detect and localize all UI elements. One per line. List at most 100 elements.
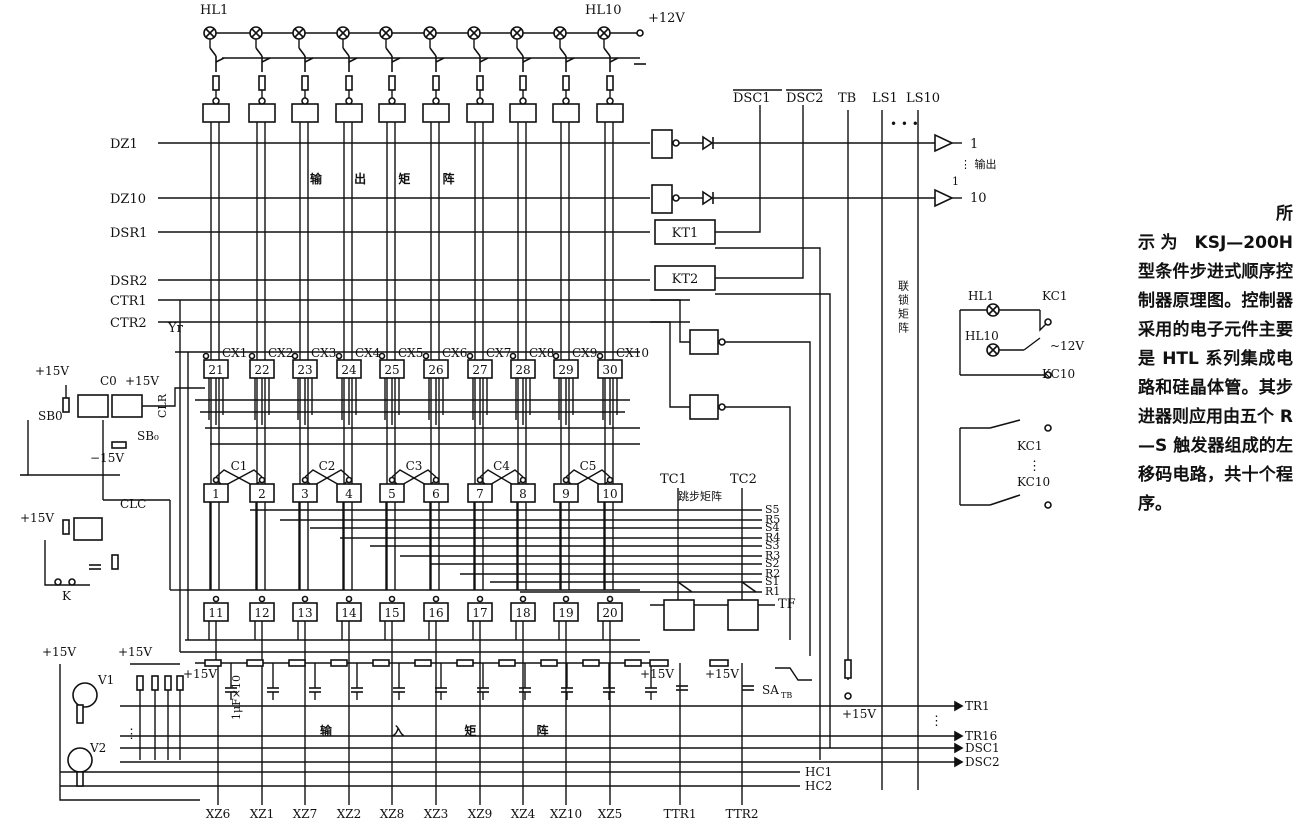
tc2-label: TC2 (730, 472, 757, 487)
input-resistor (330, 659, 348, 667)
lower-gate-bubble (432, 595, 440, 603)
lamp-10-x (599, 28, 609, 38)
upper-gate-bubble (291, 352, 299, 360)
input-resistor (624, 659, 642, 667)
kt1-feed (715, 247, 821, 760)
lower-gate-num-16: 16 (428, 606, 443, 620)
output-gate-1 (651, 129, 673, 159)
gate-output-bubble (258, 97, 266, 105)
relay2-terminal-2 (1044, 501, 1052, 509)
tc1-gate (663, 599, 695, 631)
middle-gate-bubble (388, 476, 396, 484)
c0-label: C0 (100, 374, 117, 388)
upper-gate-bubble (248, 352, 256, 360)
relay-lamp-hl10-x (988, 345, 998, 355)
lamp-7-x (469, 28, 479, 38)
middle-gate-7 (467, 483, 493, 503)
lamp-5-x (381, 28, 391, 38)
flipflop-label-C4: C4 (493, 459, 510, 473)
tc1-input-resistor (649, 659, 669, 667)
supply-label-v: +15V (42, 645, 76, 659)
flipflop-label-C2: C2 (319, 459, 336, 473)
gate-output-bubble (345, 97, 353, 105)
upper-gate-bubble (378, 352, 386, 360)
pullup-dots: ⋮ (125, 727, 138, 742)
relay2-terminal-1 (1044, 424, 1052, 432)
lower-gate-num-13: 13 (297, 606, 312, 620)
line-label-DZ10: DZ10 (110, 192, 146, 207)
middle-gate-bubble (519, 476, 527, 484)
relay2-label-kc1: KC1 (1017, 439, 1042, 453)
bus-label-dsc2: DSC2 (786, 91, 824, 106)
lower-gate-20 (597, 602, 623, 622)
lamp-label-hl1: HL1 (200, 3, 228, 18)
upper-gate-26 (423, 359, 449, 379)
upper-output-CX5: CX5 (398, 346, 423, 360)
tb-resistor (844, 659, 852, 679)
output-matrix-label: 输 出 矩 阵 (310, 171, 469, 186)
input-resistor (246, 659, 264, 667)
supply-label-input: +15V (183, 667, 217, 681)
driver-gate-9 (552, 103, 580, 123)
bus-label-ls10: LS10 (906, 91, 940, 106)
transistor-collector (255, 47, 263, 57)
input-terminal-label-XZ7: XZ7 (293, 807, 318, 821)
jump-label-R2: R2 (765, 567, 780, 580)
middle-gate-bubble (301, 476, 309, 484)
base-resistor (345, 75, 353, 91)
upper-gate-27 (467, 359, 493, 379)
transistor-collector (429, 47, 437, 57)
tc2-gate (727, 599, 759, 631)
upper-output-CX2: CX2 (268, 346, 293, 360)
ctr2-bubble (718, 403, 726, 411)
upper-output-CX7: CX7 (486, 346, 511, 360)
input-terminal-label-XZ3: XZ3 (424, 807, 449, 821)
lower-gate-bubble (212, 595, 220, 603)
capacitor-value-label: 1μF×10 (230, 675, 243, 720)
transistor-emitter (522, 57, 532, 63)
transistor-emitter (304, 57, 314, 63)
kt2-feed (715, 293, 831, 748)
input-resistor (540, 659, 558, 667)
ctr1-out (725, 341, 811, 656)
ctr1-bubble (718, 338, 726, 346)
input-terminal-label-XZ4: XZ4 (511, 807, 536, 821)
middle-gate-num-4: 4 (345, 487, 353, 501)
upper-gate-num-21: 21 (208, 363, 223, 377)
supply-label-12v: +12V (648, 11, 685, 26)
transistor-collector (473, 47, 481, 57)
bus-label-DSC2: DSC2 (965, 755, 1000, 769)
input-matrix-label: 输 入 矩 阵 (320, 723, 577, 738)
caption-text: 示为 KSJ—200H型条件步进式顺序控制器原理图。控制器采用的电子元件主要是 … (1138, 233, 1294, 514)
middle-gate-num-9: 9 (562, 487, 570, 501)
upper-output-CX3: CX3 (311, 346, 336, 360)
upper-output-CX6: CX6 (442, 346, 467, 360)
bus-label-ls1: LS1 (872, 91, 898, 106)
gate-output-bubble (388, 97, 396, 105)
bus-label-TR16: TR16 (965, 729, 997, 743)
ctr1-gate (689, 329, 719, 355)
clc-gate (73, 517, 103, 541)
timer-label-kt2: KT2 (672, 272, 699, 287)
sb0b-label: SB₀ (137, 429, 159, 443)
upper-output-CX8: CX8 (529, 346, 554, 360)
upper-gate-bubble (466, 352, 474, 360)
flipflop-cross-b (215, 469, 263, 487)
upper-gate-num-27: 27 (472, 363, 487, 377)
middle-gate-num-8: 8 (519, 487, 527, 501)
relay2-dots: ⋮ (1028, 459, 1041, 474)
flipflop-label-C5: C5 (580, 459, 597, 473)
driver-gate-4 (335, 103, 363, 123)
middle-gate-1 (203, 483, 229, 503)
input-terminal-label-TTR1: TTR1 (664, 807, 697, 821)
kc10-contact (1023, 337, 1041, 351)
clc-label: CLC (120, 497, 146, 511)
middle-gate-5 (379, 483, 405, 503)
lower-gate-bubble (345, 595, 353, 603)
input-terminal-label-TTR2: TTR2 (726, 807, 759, 821)
jump-label-R3: R3 (765, 549, 780, 562)
tb-supply-terminal (844, 692, 852, 700)
transistor-emitter (479, 57, 489, 63)
upper-gate-28 (510, 359, 536, 379)
base-resistor (432, 75, 440, 91)
